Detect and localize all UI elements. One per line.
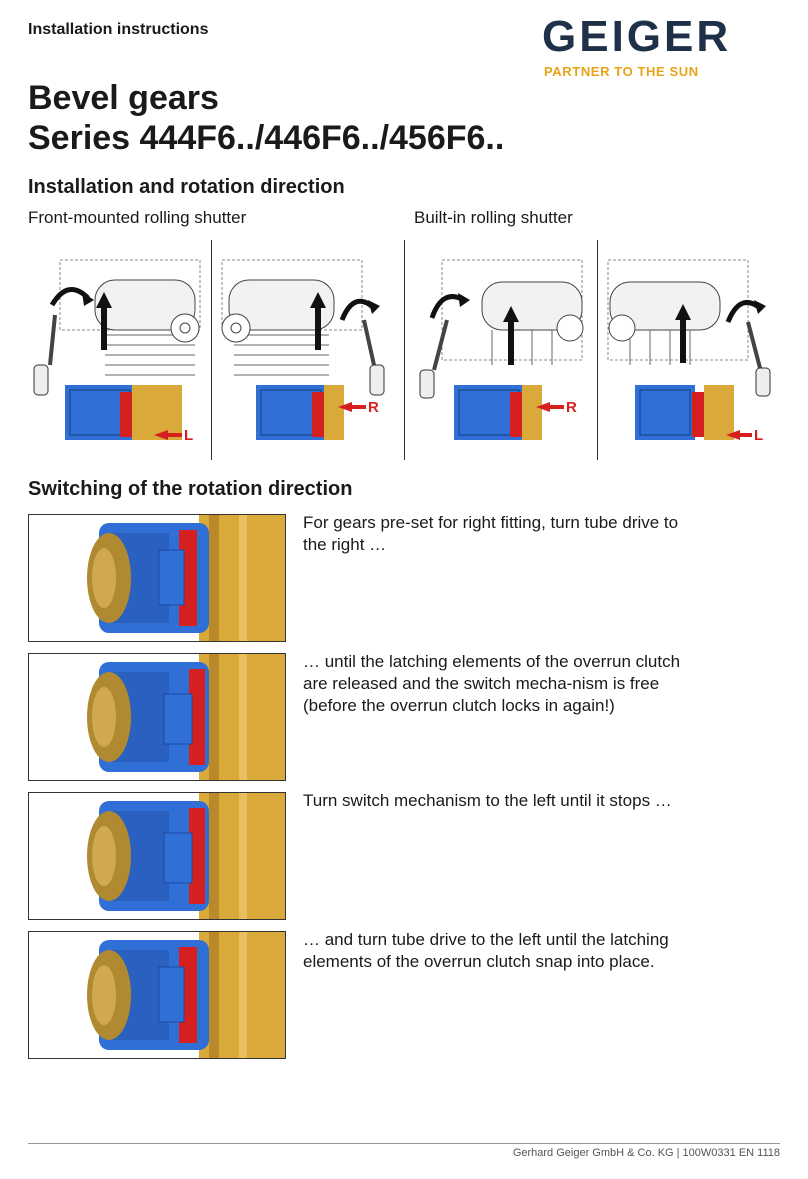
installation-figure-2: R — [214, 240, 400, 460]
builtin-label: Built-in rolling shutter — [414, 208, 573, 227]
figure-divider — [597, 240, 598, 460]
step-text-2: … until the latching elements of the ove… — [303, 652, 681, 715]
front-mounted-label: Front-mounted rolling shutter — [28, 208, 247, 227]
title-line-1: Bevel gears — [28, 79, 219, 117]
figure-divider — [211, 240, 212, 460]
step-photo-2 — [28, 653, 286, 781]
side-label: R — [368, 399, 379, 416]
step-photo-3 — [28, 792, 286, 920]
installation-figure-3: R — [412, 240, 596, 460]
brand-wordmark: GEIGER — [542, 12, 732, 61]
side-label: L — [754, 427, 763, 444]
step-text-1: For gears pre-set for right fitting, tur… — [303, 513, 679, 554]
step-text-3: Turn switch mechanism to the left until … — [303, 791, 672, 810]
brand-tagline: PARTNER TO THE SUN — [544, 64, 699, 79]
page-title: Bevel gears Series 444F6../446F6../456F6… — [28, 78, 504, 158]
title-line-2: Series 444F6../446F6../456F6.. — [28, 119, 505, 157]
installation-figure-4: L — [600, 240, 780, 460]
footer-divider — [28, 1143, 780, 1144]
section-heading-switching: Switching of the rotation direction — [28, 478, 353, 500]
step-photo-1 — [28, 514, 286, 642]
side-label: L — [184, 427, 193, 444]
geiger-logo: GEIGER PARTNER TO THE SUN — [542, 14, 782, 84]
installation-figure-1: L — [30, 240, 208, 460]
footer-text: Gerhard Geiger GmbH & Co. KG | 100W0331 … — [512, 1147, 780, 1159]
step-text-4: … and turn tube drive to the left until … — [303, 930, 669, 971]
section-heading-installation: Installation and rotation direction — [28, 176, 345, 198]
figure-divider — [404, 240, 405, 460]
side-label: R — [566, 399, 577, 416]
doc-type-label: Installation instructions — [28, 21, 209, 38]
step-photo-4 — [28, 931, 286, 1059]
